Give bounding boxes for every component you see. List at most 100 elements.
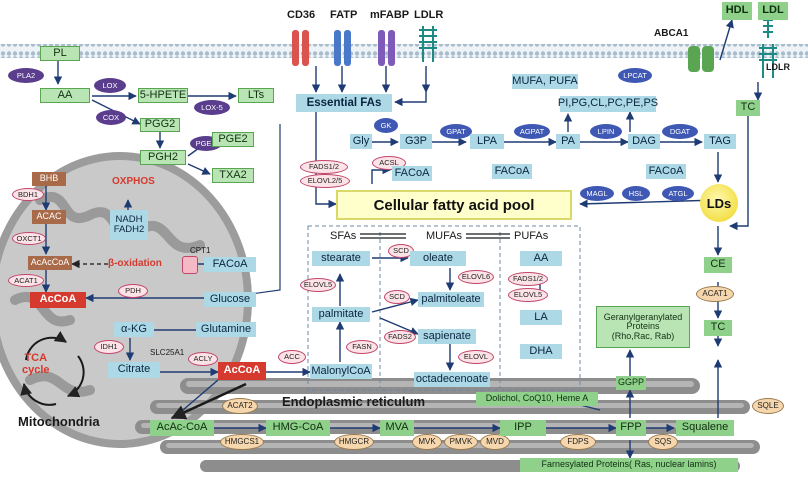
mitochondria-label: Mitochondria bbox=[18, 414, 100, 429]
acac-coa-node: AcAc-CoA bbox=[150, 420, 214, 436]
hmg-coa-node: HMG-CoA bbox=[266, 420, 330, 436]
citrate-node: Citrate bbox=[108, 362, 160, 378]
tca-cycle-circle bbox=[20, 331, 85, 406]
acaccoa-node: AcAcCoA bbox=[28, 256, 72, 270]
bdh1-enzyme: BDH1 bbox=[12, 188, 44, 201]
slc25a1-label: SLC25A1 bbox=[150, 348, 185, 357]
ggpp-node: GGPP bbox=[616, 376, 646, 390]
aa-node-top: AA bbox=[40, 88, 90, 103]
acat1-right-enzyme: ACAT1 bbox=[696, 286, 734, 302]
mvk-enzyme: MVK bbox=[412, 434, 442, 450]
fdps-enzyme: FDPS bbox=[560, 434, 596, 450]
malonylcoa-node: MalonylCoA bbox=[310, 364, 372, 379]
glutamine-node: Glutamine bbox=[196, 322, 256, 337]
tc-top-node: TC bbox=[736, 100, 760, 116]
cpt1-label: CPT1 bbox=[190, 246, 211, 255]
abca1-label: ABCA1 bbox=[654, 28, 689, 39]
bhb-node: BHB bbox=[32, 172, 66, 186]
hmgcr-enzyme: HMGCR bbox=[334, 434, 374, 450]
gpat-enzyme: GPAT bbox=[440, 124, 472, 139]
lox5-enzyme: LOX-5 bbox=[194, 100, 230, 115]
farnesylated-proteins-node: Farnesylated Proteins( Ras, nuclear lami… bbox=[520, 458, 738, 472]
cd36-label: CD36 bbox=[287, 9, 316, 21]
acat1-mito-enzyme: ACAT1 bbox=[8, 274, 44, 287]
acat2-enzyme: ACAT2 bbox=[222, 398, 258, 414]
facoa-left-node: FACoA bbox=[204, 257, 256, 272]
acoa-cyto-node: AcCoA bbox=[218, 362, 266, 380]
g3p-node: G3P bbox=[400, 134, 432, 149]
fatp-receptor bbox=[334, 30, 351, 66]
la-node: LA bbox=[520, 310, 562, 325]
cd36-receptor bbox=[292, 30, 309, 66]
ldlr-receptor bbox=[419, 26, 437, 62]
tag-node: TAG bbox=[704, 134, 736, 149]
facoa-right-node: FACoA bbox=[646, 164, 686, 179]
squalene-node: Squalene bbox=[676, 420, 734, 436]
palmitoleate-node: palmitoleate bbox=[418, 292, 484, 307]
fatp-label: FATP bbox=[330, 9, 358, 21]
er-label: Endoplasmic reticulum bbox=[282, 394, 426, 409]
pmvk-enzyme: PMVK bbox=[444, 434, 478, 450]
mvd-enzyme: MVD bbox=[480, 434, 510, 450]
pa-node: PA bbox=[556, 134, 580, 149]
hdl-node: HDL bbox=[722, 2, 752, 20]
dha-node: DHA bbox=[520, 344, 562, 359]
lox-enzyme: LOX bbox=[94, 78, 126, 93]
stearate-node: stearate bbox=[312, 251, 370, 266]
gk-enzyme: GK bbox=[374, 118, 398, 133]
cellular-fatty-acid-pool: Cellular fatty acid pool bbox=[336, 190, 572, 220]
dag-node: DAG bbox=[628, 134, 660, 149]
gly-node: Gly bbox=[350, 134, 372, 149]
ce-node: CE bbox=[704, 257, 732, 273]
sfas-label: SFAs bbox=[330, 230, 357, 242]
cpt1-transporter bbox=[182, 256, 198, 274]
idh1-enzyme: IDH1 bbox=[94, 340, 124, 354]
glucose-node: Glucose bbox=[204, 292, 256, 307]
atgl-enzyme: ATGL bbox=[662, 186, 694, 201]
acac-node: ACAC bbox=[32, 210, 66, 224]
acoa-mito-node: AcCoA bbox=[30, 292, 86, 308]
mfabp-receptor bbox=[378, 30, 395, 66]
octadecenoate-node: octadecenoate bbox=[414, 372, 490, 387]
abca1-transporter bbox=[688, 46, 714, 72]
nadh-fadh2-node: NADH FADH2 bbox=[110, 210, 148, 240]
acc-enzyme: ACC bbox=[278, 350, 306, 364]
mufas-label: MUFAs bbox=[426, 230, 463, 242]
geranylgeranylated-proteins-node: Geranylgeranylated Proteins (Rho,Rac, Ra… bbox=[596, 306, 690, 348]
lts-node: LTs bbox=[238, 88, 274, 103]
dolichol-node: Dolichol, CoQ10, Heme A bbox=[476, 392, 598, 406]
lipid-droplets: LDs bbox=[700, 184, 738, 222]
sqle-enzyme: SQLE bbox=[752, 398, 784, 414]
akg-node: α-KG bbox=[114, 322, 154, 337]
hsl-enzyme: HSL bbox=[622, 186, 650, 201]
pl-node: PL bbox=[40, 46, 80, 61]
phospholipids-node: PI,PG,CL,PC,PE,PS bbox=[558, 96, 658, 112]
ldlr-right-label: LDLR bbox=[766, 62, 790, 72]
scd-enzyme-2: SCD bbox=[384, 290, 410, 304]
elovl25-enzyme: ELOVL2/5 bbox=[300, 174, 350, 188]
elovl5-pufa-enzyme: ELOVL5 bbox=[508, 288, 548, 302]
elovl6-enzyme: ELOVL6 bbox=[458, 270, 494, 284]
oxct1-enzyme: OXCT1 bbox=[12, 232, 46, 245]
ipp-node: IPP bbox=[500, 420, 546, 436]
pufas-label: PUFAs bbox=[514, 230, 549, 242]
essential-fas-node: Essential FAs bbox=[296, 94, 392, 112]
beta-oxidation-label: β-oxidation bbox=[108, 258, 162, 269]
lpa-node: LPA bbox=[470, 134, 504, 149]
pgg2-node: PGG2 bbox=[140, 118, 180, 132]
dgat-enzyme: DGAT bbox=[662, 124, 698, 139]
pdh-enzyme: PDH bbox=[118, 284, 148, 298]
ldlr-label: LDLR bbox=[414, 9, 444, 21]
cox-enzyme: COX bbox=[96, 110, 126, 125]
magl-enzyme: MAGL bbox=[580, 186, 614, 201]
facoa-mid-node: FACoA bbox=[492, 164, 532, 179]
mva-node: MVA bbox=[380, 420, 414, 436]
fads12-top-enzyme: FADS1/2 bbox=[300, 160, 348, 174]
facoa-top-node: FACoA bbox=[392, 166, 432, 181]
mufa-pufa-node: MUFA, PUFA bbox=[512, 74, 578, 89]
mfabp-label: mFABP bbox=[370, 9, 410, 21]
pgh2-node: PGH2 bbox=[140, 150, 186, 165]
txa2-node: TXA2 bbox=[212, 168, 254, 183]
agpat-enzyme: AGPAT bbox=[514, 124, 550, 139]
hpete-node: 5-HPETE bbox=[138, 88, 188, 103]
